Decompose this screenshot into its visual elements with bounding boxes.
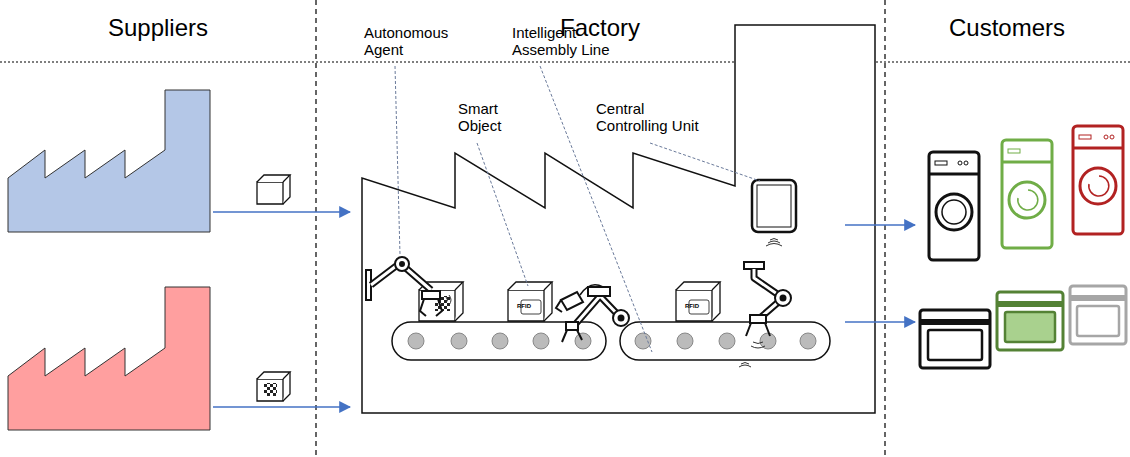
annotation: Intelligent Assembly Line (512, 24, 624, 59)
part-box (257, 175, 290, 204)
wireless-symbol (766, 239, 782, 247)
belt-roller (408, 333, 816, 349)
camera-cable (580, 285, 603, 295)
rfid-tag-text: RFID (685, 303, 699, 310)
wireless-symbol (446, 295, 451, 305)
flow-arrow (213, 406, 350, 408)
annotation: Central Controlling Unit (596, 100, 718, 135)
annotation: Autonomous Agent (364, 24, 460, 59)
section-divider (884, 0, 886, 457)
wireless-symbol (739, 342, 765, 367)
supplier-building (8, 90, 210, 232)
qr-part-box (257, 372, 290, 401)
oven (997, 292, 1063, 350)
annotation: Smart Object (458, 100, 520, 135)
robot-arm (366, 257, 442, 316)
leader-line (395, 66, 760, 352)
factory-building (362, 25, 875, 413)
conveyor-belt (620, 322, 830, 360)
conveyor-belt (392, 322, 606, 360)
robot-arm (556, 287, 629, 342)
section-heading: Suppliers (108, 14, 208, 42)
washing-machine (929, 152, 979, 260)
washing-machine (1002, 140, 1052, 248)
flow-arrow (845, 224, 915, 226)
rfid-tag-text: RFID (517, 303, 531, 310)
supplier-building (8, 287, 210, 430)
header-rule (0, 61, 1130, 63)
section-divider (315, 0, 317, 457)
oven (1070, 286, 1126, 344)
tablet-screen (757, 185, 791, 227)
smart-box (508, 282, 552, 321)
flow-arrow (213, 211, 350, 213)
smart-box (676, 282, 720, 321)
flow-arrow (845, 321, 915, 323)
oven (920, 310, 990, 368)
robot-arm (744, 262, 791, 336)
tablet (752, 180, 796, 232)
section-heading: Customers (949, 14, 1065, 42)
washing-machine (1073, 126, 1123, 234)
